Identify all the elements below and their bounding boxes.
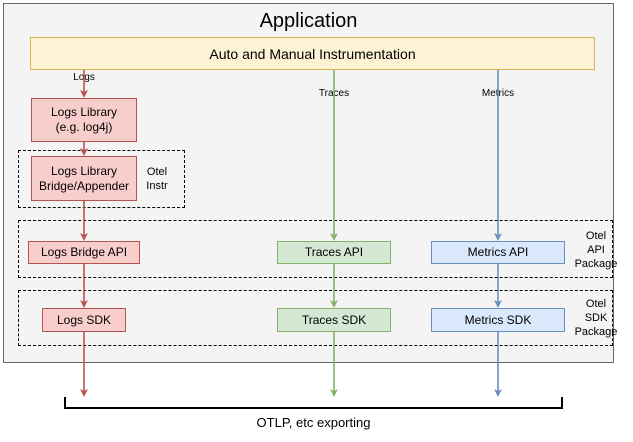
group-otel-sdk-label-line1: Otel [585,298,607,310]
node-metrics-api: Metrics API [431,241,565,264]
group-otel-instr-label-line2: Instr [146,180,168,192]
traces-sdk-label: Traces SDK [301,312,367,327]
node-metrics-sdk: Metrics SDK [431,308,565,332]
edge-label-metrics: Metrics [481,88,515,99]
logs-bridge-api-label: Logs Bridge API [40,245,128,259]
instrumentation-bar-label: Auto and Manual Instrumentation [209,45,416,62]
group-otel-instr-label-line1: Otel [146,166,168,178]
group-otel-api-package [18,220,613,278]
export-bracket [64,397,563,409]
node-logs-bridge-api: Logs Bridge API [28,241,140,264]
group-otel-instr-label: Otel Instr [134,165,180,193]
logs-sdk-label: Logs SDK [56,312,112,327]
logs-bridge-appender-label-line2: Bridge/Appender [38,178,130,193]
group-otel-api-label-line2: API [587,244,605,256]
export-caption: OTLP, etc exporting [256,415,371,430]
group-otel-api-package-label: Otel API Package [570,229,622,271]
edge-label-traces: Traces [318,88,350,99]
node-traces-api: Traces API [277,241,391,264]
edge-label-logs: Logs [73,72,95,83]
auto-and-manual-instrumentation-bar: Auto and Manual Instrumentation [30,37,595,70]
node-logs-sdk: Logs SDK [42,308,126,332]
logs-library-label-line2: (e.g. log4j) [55,120,113,134]
node-logs-library: Logs Library (e.g. log4j) [31,98,137,142]
group-otel-instr [18,150,185,208]
metrics-api-label: Metrics API [467,245,529,259]
application-title: Application [259,10,358,32]
group-otel-sdk-package-label: Otel SDK Package [570,297,622,339]
group-otel-sdk-label-line3: Package [574,326,618,338]
group-otel-api-label-line3: Package [574,258,618,270]
node-logs-library-bridge-appender: Logs Library Bridge/Appender [31,156,137,201]
logs-library-label-line1: Logs Library [50,105,118,119]
logs-bridge-appender-label-line1: Logs Library [50,163,118,178]
group-otel-api-label-line1: Otel [585,230,607,242]
traces-api-label: Traces API [304,245,364,259]
group-otel-sdk-label-line2: SDK [584,312,608,324]
node-traces-sdk: Traces SDK [277,308,391,332]
metrics-sdk-label: Metrics SDK [464,312,532,327]
group-otel-sdk-package [18,290,613,346]
